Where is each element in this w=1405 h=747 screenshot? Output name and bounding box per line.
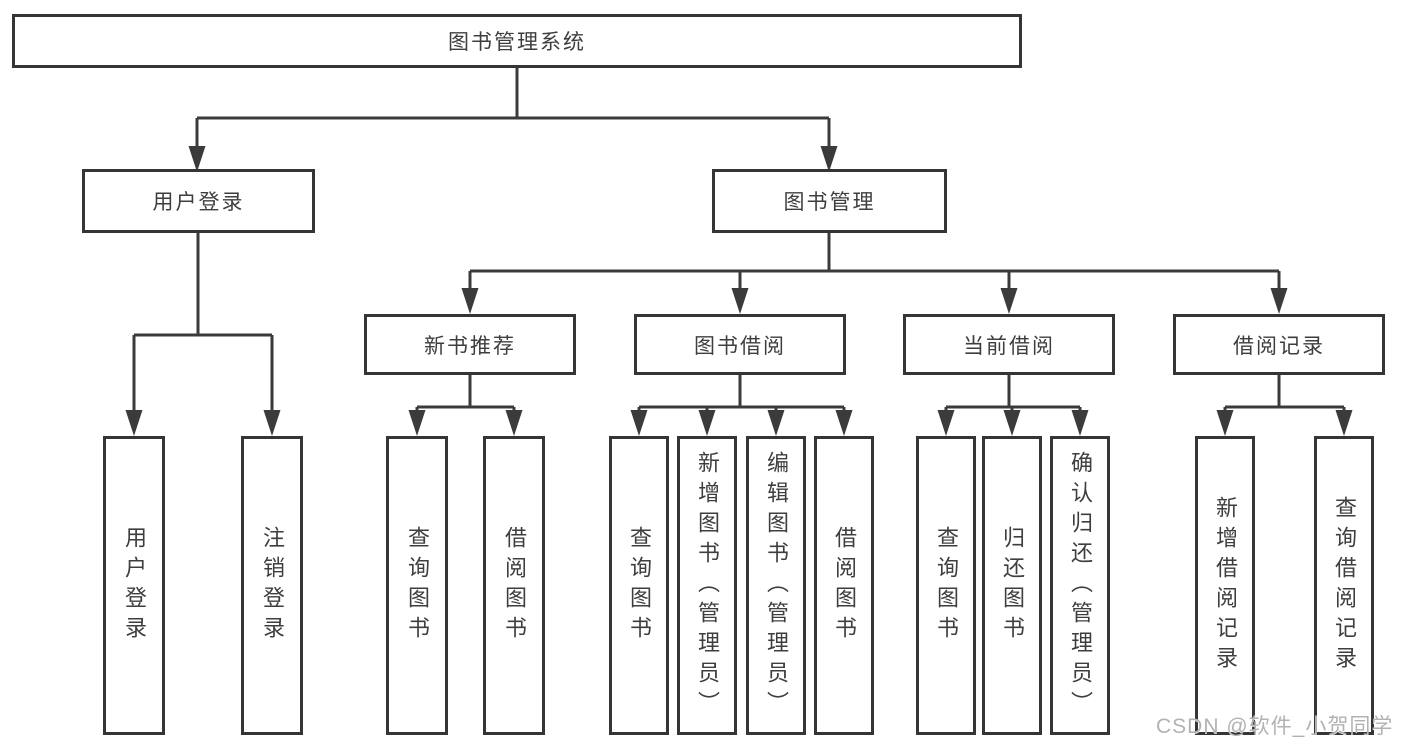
node-new-book-recommend: 新书推荐 <box>364 314 576 375</box>
node-current-borrow: 当前借阅 <box>903 314 1115 375</box>
leaf-borrow-book: 借阅图书 <box>814 436 874 735</box>
connector-current-borrow <box>944 375 1082 414</box>
node-borrow-records: 借阅记录 <box>1173 314 1385 375</box>
leaf-query-book-recommend: 查询图书 <box>386 436 448 735</box>
node-user-login: 用户登录 <box>82 169 315 233</box>
connector-borrow-records <box>1223 375 1346 414</box>
connector-new-book <box>415 375 516 414</box>
leaf-edit-book-admin: 编辑图书（管理员） <box>746 436 806 735</box>
leaf-add-borrow-record: 新增借阅记录 <box>1195 436 1255 735</box>
leaf-query-book-borrow: 查询图书 <box>609 436 669 735</box>
leaf-add-book-admin: 新增图书（管理员） <box>677 436 737 735</box>
node-book-borrow: 图书借阅 <box>634 314 846 375</box>
leaf-query-borrow-record: 查询借阅记录 <box>1314 436 1374 735</box>
leaf-confirm-return-admin: 确认归还（管理员） <box>1050 436 1110 735</box>
connector-book-management <box>468 233 1281 290</box>
leaf-borrow-book-recommend: 借阅图书 <box>483 436 545 735</box>
connector-book-borrow <box>637 375 846 414</box>
csdn-watermark: CSDN @软件_小贺同学 <box>1156 715 1394 738</box>
leaf-query-book-current: 查询图书 <box>916 436 976 735</box>
leaf-return-book: 归还图书 <box>982 436 1042 735</box>
connector-user-login <box>132 233 274 412</box>
leaf-user-login: 用户登录 <box>103 436 165 735</box>
leaf-logout: 注销登录 <box>241 436 303 735</box>
node-root-system: 图书管理系统 <box>12 14 1022 68</box>
connector-root <box>195 68 831 148</box>
node-book-management: 图书管理 <box>712 169 947 233</box>
